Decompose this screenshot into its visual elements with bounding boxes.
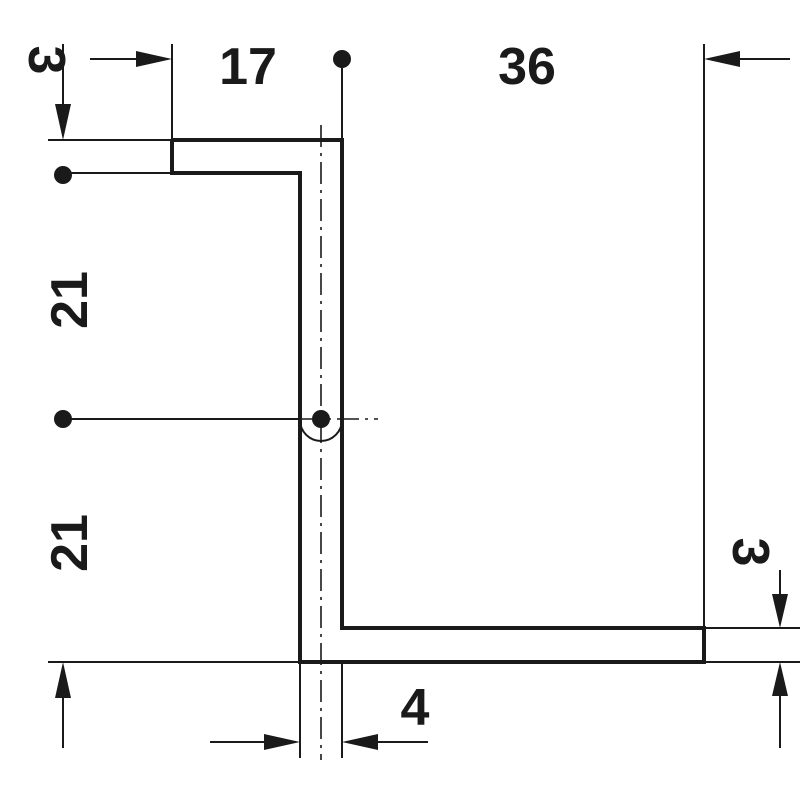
reference-dot-top <box>54 166 72 184</box>
dim-arrow-4-left <box>264 734 300 750</box>
dim-label-bottom-flange-thickness: 3 <box>721 538 779 567</box>
dim-label-lower-height: 21 <box>41 514 99 572</box>
dim-label-top-flange-width: 17 <box>219 38 277 96</box>
dim-label-bottom-flange-width: 36 <box>498 38 556 96</box>
dim-arrow-right-3-down <box>772 594 788 628</box>
pivot-arc <box>299 419 343 442</box>
dim-arrow-17 <box>136 51 172 67</box>
dim-label-upper-height: 21 <box>41 271 99 329</box>
dim-arrow-base-left <box>55 662 71 698</box>
dim-label-web-thickness: 4 <box>401 679 430 737</box>
pivot-dot <box>312 410 330 428</box>
dim-arrow-top-3 <box>55 104 71 140</box>
dim-label-top-flange-thickness: 3 <box>17 46 75 75</box>
dim-arrow-36 <box>704 51 740 67</box>
dim-arrow-right-3-up <box>772 662 788 696</box>
profile-outline <box>170 138 706 664</box>
dim-arrow-4-right <box>342 734 378 750</box>
